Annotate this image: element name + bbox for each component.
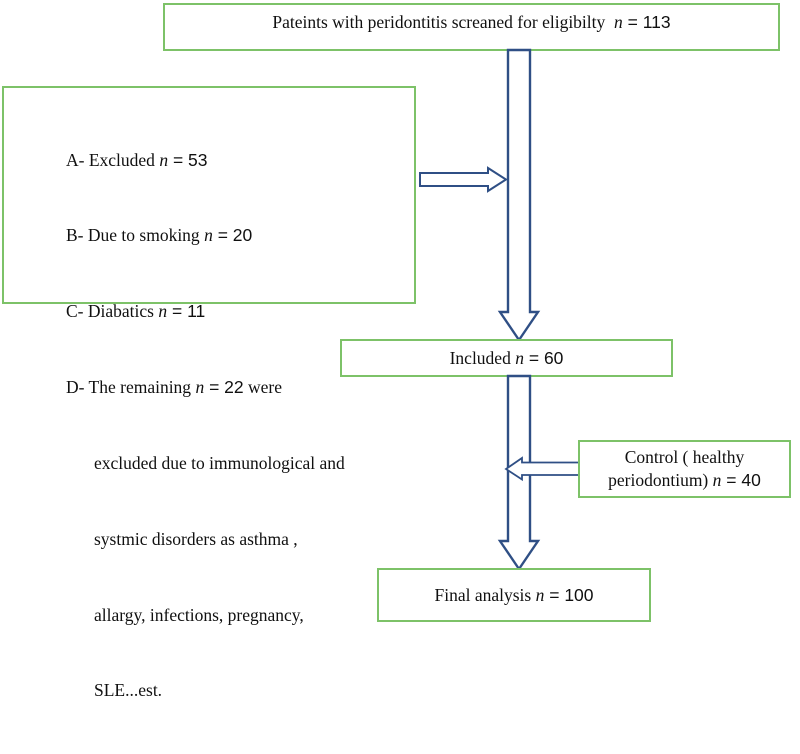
node-final-label: Final analysis [434,584,532,605]
excl-cont-4: SLE...est. [94,680,163,701]
node-screened-equals: = [627,12,638,32]
list-item: SLE...est. [66,678,345,703]
node-control-n-symbol: n [712,470,722,490]
arrow-excluded-out-icon [419,166,508,193]
list-item: systmic disorders as asthma , [66,527,345,552]
node-final-box: Final analysis n = 100 [377,568,651,622]
excl-eq-a: = [172,149,184,170]
excl-n-a: n [159,149,169,170]
node-final-text: Final analysis n = 100 [434,583,593,607]
node-control-box: Control ( healthy periodontium) n = 40 [578,440,791,498]
flowchart-diagram: Pateints with peridontitis screaned for … [2,3,791,701]
excl-eq-b: = [217,225,228,246]
node-included-text: Included n = 60 [450,346,564,370]
list-item: excluded due to immunological and [66,451,345,476]
excl-n-c: n [158,301,168,322]
list-item: A- Excluded n = 53 [66,148,345,173]
excl-marker-a: A- [66,149,85,170]
node-screened-text: Pateints with peridontitis screaned for … [272,10,670,34]
excl-val-a: 53 [188,149,208,170]
excl-n-b: n [204,225,213,246]
node-included-box: Included n = 60 [340,339,673,377]
node-control-line1: Control ( healthy [624,446,745,467]
list-item: C- Diabatics n = 11 [66,299,345,324]
arrow-control-in-icon [504,456,584,482]
excl-text-b: Due to smoking [87,225,200,246]
excl-marker-c: C- [66,301,84,322]
excl-eq-c: = [171,301,183,322]
node-screened-n-value: 113 [642,12,671,32]
excl-trail-d: were [243,377,283,398]
excl-text-a: Excluded [88,149,155,170]
node-control-n-value: 40 [741,470,761,490]
excl-cont-2: systmic disorders as asthma , [94,528,298,549]
node-included-label: Included [449,347,511,368]
excl-val-c: 11 [187,301,206,322]
node-excluded-box: A- Excluded n = 53 B- Due to smoking n =… [2,86,416,700]
node-control-line2-label: periodontium) [608,470,709,490]
excl-marker-b: B- [66,225,84,246]
excl-text-d: The remaining [88,377,192,398]
list-item: allargy, infections, pregnancy, [66,603,345,628]
node-screened-label: Pateints with peridontitis screaned for … [272,12,606,32]
node-final-n-symbol: n [535,584,545,605]
excl-text-c: Diabatics [87,301,154,322]
node-control-equals: = [726,470,737,490]
arrow-screened-to-included-icon [497,48,541,343]
excl-eq-d: = [209,377,220,398]
node-screened-n-symbol: n [614,12,623,32]
node-screened-box: Pateints with peridontitis screaned for … [163,3,780,51]
node-final-equals: = [549,584,560,605]
excl-n-d: n [195,377,205,398]
node-excluded-list: A- Excluded n = 53 B- Due to smoking n =… [66,97,345,754]
list-item: B- Due to smoking n = 20 [66,223,345,248]
node-included-n-value: 60 [543,347,564,368]
excl-cont-3: allargy, infections, pregnancy, [94,604,304,625]
list-item: D- The remaining n = 22 were [66,375,345,400]
excl-val-b: 20 [232,225,253,246]
node-included-n-symbol: n [515,347,524,368]
node-included-equals: = [528,347,540,368]
excl-val-d: 22 [224,377,244,398]
node-control-text: Control ( healthy periodontium) n = 40 [608,446,761,493]
excl-marker-d: D- [66,377,85,398]
excl-cont-1: excluded due to immunological and [94,452,345,473]
node-final-n-value: 100 [564,584,594,605]
